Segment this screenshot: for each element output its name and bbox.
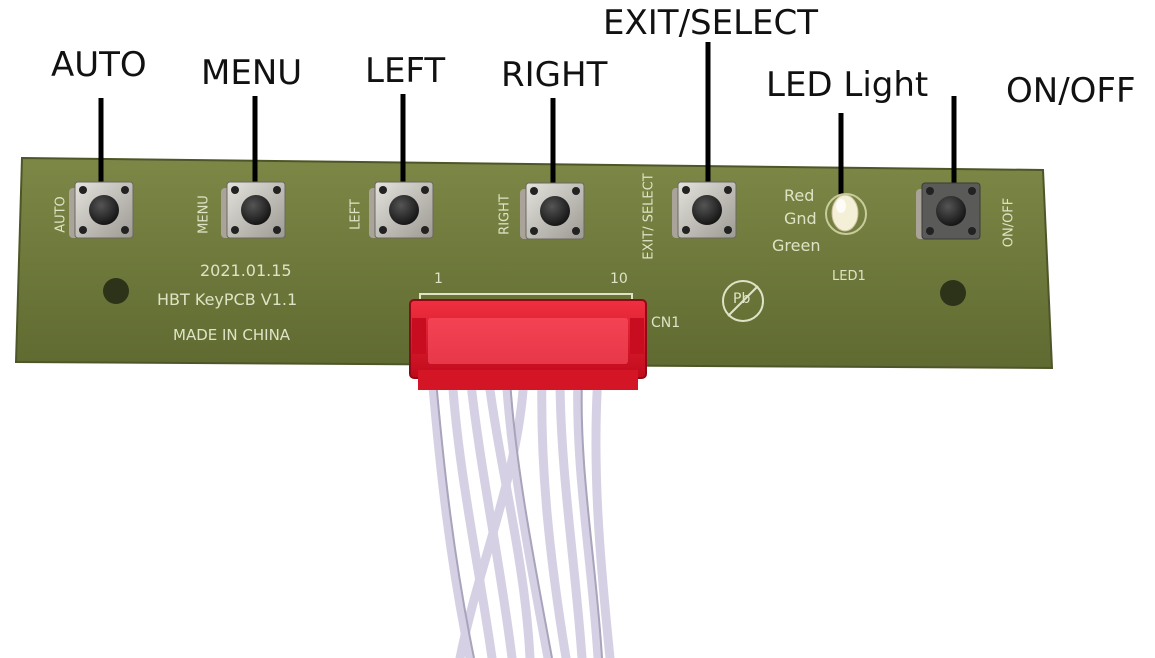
callout-left: LEFT bbox=[365, 51, 446, 91]
callout-right: RIGHT bbox=[501, 55, 608, 95]
callout-auto: AUTO bbox=[51, 45, 147, 85]
callout-exit-select: EXIT/SELECT bbox=[603, 3, 819, 43]
callout-on-off: ON/OFF bbox=[1006, 71, 1136, 111]
pin-bracket bbox=[419, 293, 633, 302]
button-menu bbox=[221, 181, 286, 239]
silk-pin-10: 10 bbox=[610, 271, 628, 287]
mounting-hole-left bbox=[103, 278, 129, 304]
connector-cn1 bbox=[409, 299, 647, 390]
callout-menu: MENU bbox=[201, 53, 303, 93]
silk-left: LEFT bbox=[348, 199, 364, 230]
mounting-hole-right bbox=[940, 280, 966, 306]
button-auto bbox=[69, 181, 134, 239]
wire-bundle-shadow bbox=[435, 379, 603, 658]
silk-exit-select: EXIT/ SELECT bbox=[641, 173, 657, 260]
tactile-buttons bbox=[69, 181, 981, 240]
silk-cn1: CN1 bbox=[651, 315, 681, 331]
pb-free-circle bbox=[722, 280, 764, 322]
silk-led-ref: LED1 bbox=[832, 269, 866, 284]
silk-date: 2021.01.15 bbox=[200, 261, 292, 280]
callout-led-light: LED Light bbox=[766, 65, 929, 105]
silk-pin-1: 1 bbox=[434, 271, 443, 287]
callout-lines bbox=[98, 42, 957, 196]
button-on-off bbox=[916, 182, 981, 240]
silk-board-name: HBT KeyPCB V1.1 bbox=[157, 290, 298, 309]
wire-bundle bbox=[427, 370, 615, 658]
silk-right: RIGHT bbox=[497, 194, 513, 235]
silk-auto: AUTO bbox=[53, 196, 69, 233]
silk-led-red: Red bbox=[784, 186, 815, 205]
button-exit-select bbox=[672, 181, 737, 239]
pb-free-slash bbox=[727, 285, 759, 317]
silk-led-green: Green bbox=[772, 236, 821, 255]
button-right bbox=[520, 182, 585, 240]
silk-made-in: MADE IN CHINA bbox=[173, 326, 291, 344]
silk-pb-free: Pb bbox=[733, 291, 751, 307]
silk-led-gnd: Gnd bbox=[784, 209, 817, 228]
silk-on-off: ON/OFF bbox=[1001, 197, 1017, 248]
button-left bbox=[369, 181, 434, 239]
led-light bbox=[825, 193, 867, 235]
silk-menu: MENU bbox=[196, 195, 212, 234]
